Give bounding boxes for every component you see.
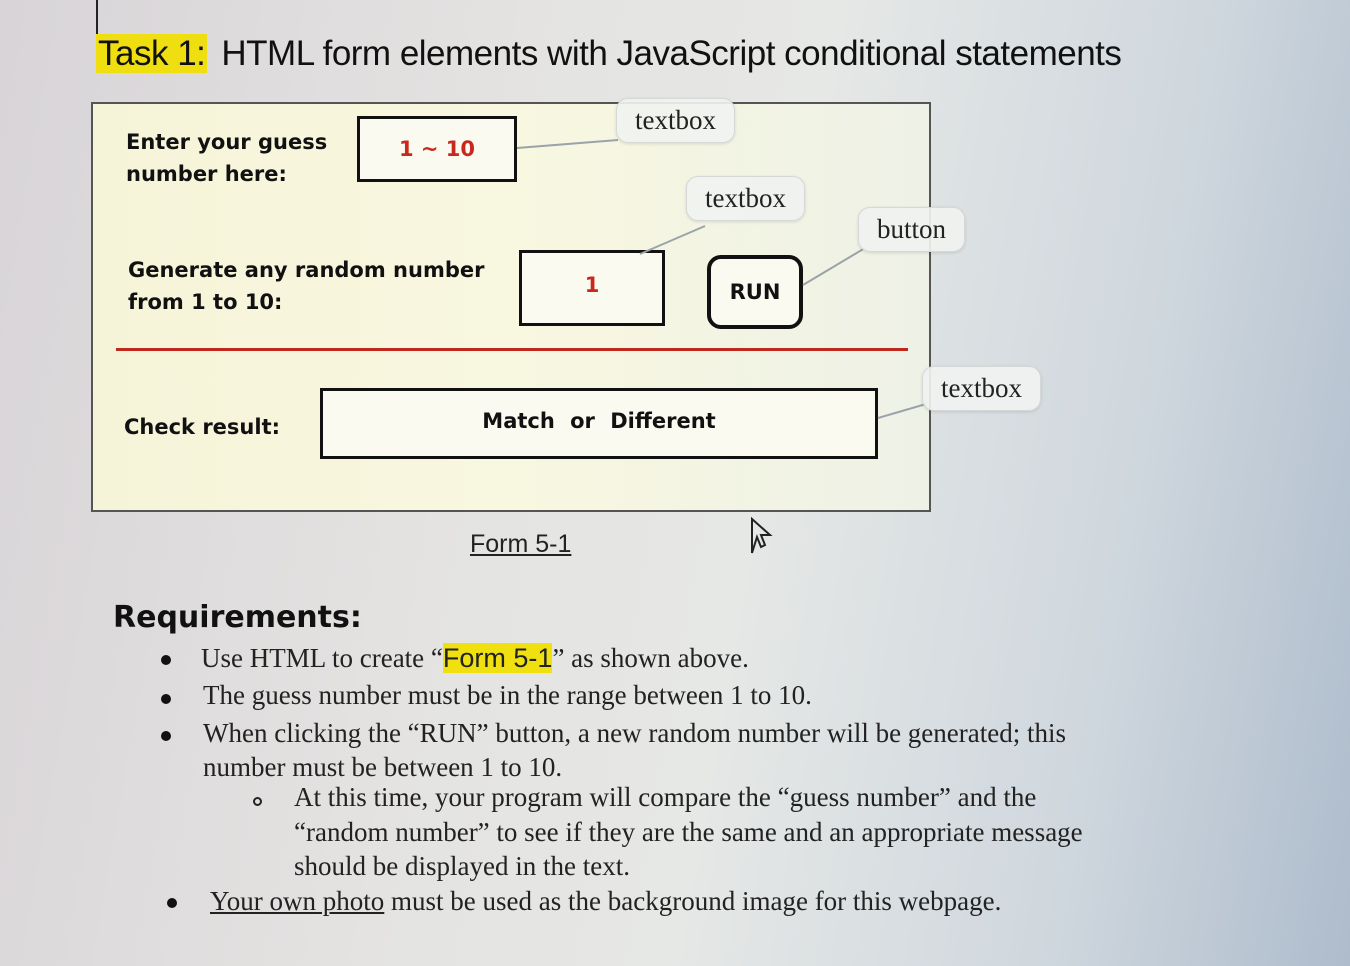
result-connector <box>877 403 927 419</box>
sub-bullet <box>253 797 262 806</box>
requirement-1: Use HTML to create “Form 5-1” as shown a… <box>201 641 749 675</box>
result-textbox[interactable]: Match or Different <box>320 388 878 459</box>
guess-connector <box>516 139 619 149</box>
guess-label-line2: number here: <box>126 162 287 186</box>
page-edge-line <box>96 0 98 36</box>
random-label-line1: Generate any random number <box>128 258 485 282</box>
guess-textbox[interactable]: 1 ~ 10 <box>357 116 517 182</box>
bullet-4 <box>167 898 177 908</box>
requirement-2: The guess number must be in the range be… <box>203 680 812 710</box>
req1-after: ” as shown above. <box>552 643 749 673</box>
random-label-line2: from 1 to 10: <box>128 290 283 314</box>
title-text: HTML form elements with JavaScript condi… <box>221 34 1122 73</box>
page-title: Task 1: HTML form elements with JavaScrip… <box>96 34 1122 74</box>
sub-requirement-line3: should be displayed in the text. <box>294 851 630 881</box>
run-connector <box>802 247 866 286</box>
req1-highlight: Form 5-1 <box>442 643 553 673</box>
sub-requirement-line1: At this time, your program will compare … <box>294 782 1037 812</box>
requirement-3-line1: When clicking the “RUN” button, a new ra… <box>203 718 1066 748</box>
bullet-3 <box>161 731 171 741</box>
req4-underlined: Your own photo <box>210 886 385 916</box>
callout-result: textbox <box>922 366 1041 411</box>
result-label: Check result: <box>124 415 281 439</box>
req1-before: Use HTML to create “ <box>201 643 443 673</box>
mouse-pointer-icon <box>751 516 773 554</box>
random-textbox[interactable]: 1 <box>519 250 665 326</box>
guess-label-line1: Enter your guess <box>126 130 328 154</box>
form-divider <box>116 348 908 351</box>
callout-run: button <box>858 207 966 252</box>
bullet-1 <box>161 655 171 665</box>
guess-label: Enter your guess number here: <box>126 126 327 190</box>
requirement-4: Your own photo must be used as the backg… <box>210 884 1001 918</box>
callout-random: textbox <box>686 176 805 221</box>
bullet-2 <box>161 694 171 704</box>
run-button[interactable]: RUN <box>707 255 803 329</box>
sub-requirement-line2: “random number” to see if they are the s… <box>294 817 1083 847</box>
requirements-heading: Requirements: <box>113 600 362 635</box>
random-label: Generate any random number from 1 to 10: <box>128 254 484 318</box>
callout-guess: textbox <box>616 98 735 143</box>
task-label: Task 1: <box>96 34 208 73</box>
requirement-3-line2: number must be between 1 to 10. <box>203 752 563 782</box>
random-connector <box>639 225 706 255</box>
form-caption: Form 5-1 <box>470 530 572 558</box>
req4-rest: must be used as the background image for… <box>384 886 1002 916</box>
